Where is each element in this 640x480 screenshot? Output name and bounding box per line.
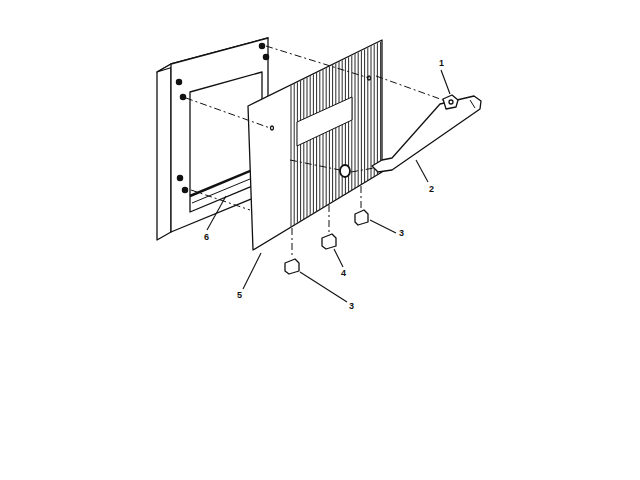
callout-number: 3: [398, 228, 405, 239]
hatch-line: [316, 30, 317, 260]
hatch-line: [303, 30, 304, 260]
panel-ring: [340, 165, 350, 177]
hatch-line: [367, 30, 368, 260]
handle-bracket: [443, 95, 458, 109]
hatch-line: [348, 30, 349, 260]
hatch-line: [351, 30, 352, 260]
hatch-line: [310, 30, 311, 260]
foot-clip: [355, 210, 368, 225]
hatch-line: [371, 30, 372, 260]
hatch-line: [345, 30, 346, 260]
callout-number: 1: [438, 58, 445, 69]
door-handle: [372, 96, 481, 172]
callout-number: 3: [348, 301, 355, 312]
hatch-line: [313, 30, 314, 260]
assembly-lines: [186, 46, 443, 258]
hatch-line: [319, 30, 320, 260]
panel-window: [297, 97, 352, 146]
door-panel: [248, 40, 382, 250]
callout-number: 5: [236, 290, 243, 301]
callout-number: 6: [203, 232, 210, 243]
foot-clip: [285, 259, 299, 274]
hatch-line: [355, 30, 356, 260]
hatch-line: [374, 30, 375, 260]
callout-number: 4: [340, 268, 347, 279]
panel-hatching: [291, 30, 381, 260]
hatch-line: [335, 30, 336, 260]
leader-lines: [207, 70, 450, 302]
hatch-line: [294, 30, 295, 260]
hatch-line: [323, 30, 324, 260]
hatch-line: [291, 30, 292, 260]
hatch-line: [307, 30, 308, 260]
hatch-line: [339, 30, 340, 260]
hatch-line: [361, 30, 362, 260]
hatch-line: [329, 30, 330, 260]
hatch-line: [332, 30, 333, 260]
hatch-line: [342, 30, 343, 260]
hatch-line: [377, 30, 378, 260]
foot-clip: [322, 234, 336, 249]
hatch-line: [364, 30, 365, 260]
callout-number: 2: [428, 184, 435, 195]
frame-side: [157, 64, 171, 240]
